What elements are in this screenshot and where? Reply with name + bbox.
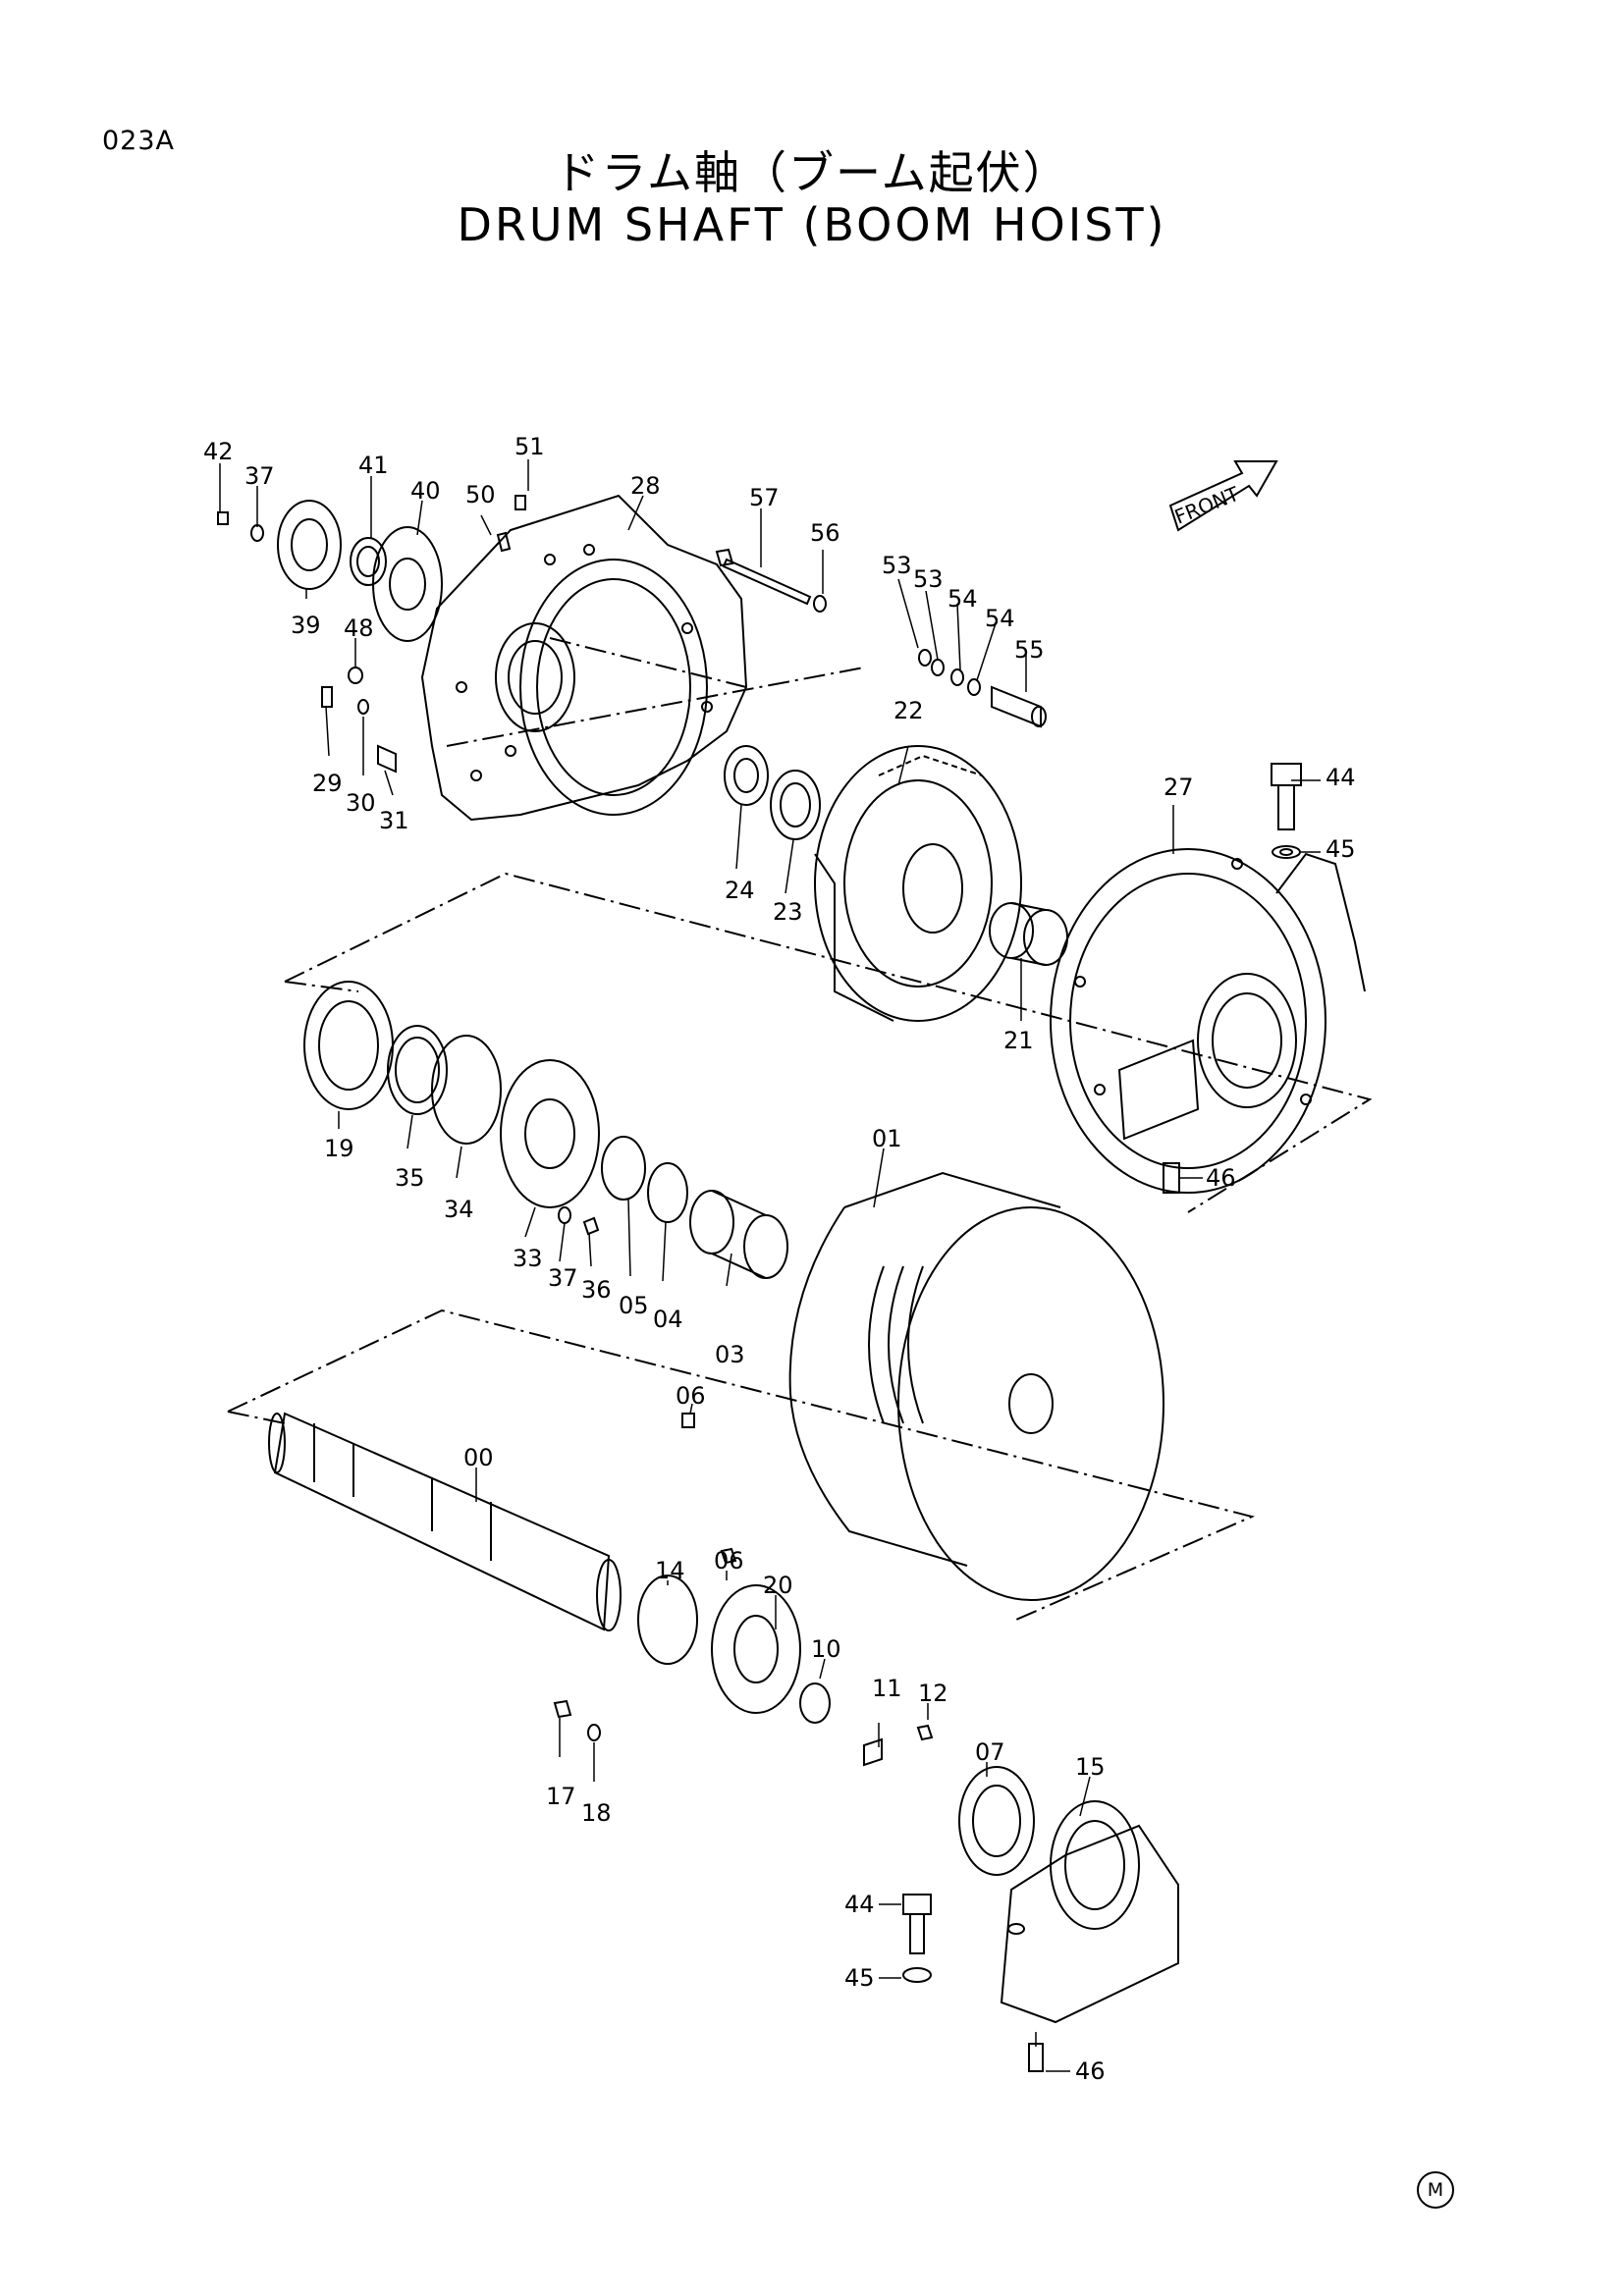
part-label: 30: [346, 789, 376, 817]
page-code: 023A: [102, 126, 176, 156]
drum: [788, 1171, 1164, 1601]
bushing: [989, 902, 1068, 966]
part-label: 42: [203, 438, 234, 465]
leader-lines: [219, 459, 1321, 2072]
part-label: 33: [513, 1245, 543, 1272]
shaft: [268, 1412, 622, 1631]
bolt-and-spacers: [715, 548, 1047, 728]
part-label: 00: [463, 1444, 494, 1471]
part-label: 29: [312, 770, 343, 797]
part-label: 56: [810, 519, 840, 547]
part-label: 44: [1326, 764, 1356, 791]
part-label: 44: [844, 1891, 875, 1918]
part-label: 53: [913, 565, 944, 593]
screw-middle: [681, 1413, 695, 1428]
part-label: 17: [546, 1783, 576, 1810]
part-label: 11: [872, 1675, 902, 1702]
part-label: 27: [1164, 774, 1194, 801]
part-label: 06: [676, 1382, 706, 1410]
part-label: 35: [395, 1164, 425, 1192]
title-japanese: ドラム軸（ブーム起伏）: [554, 146, 1070, 199]
part-label: 22: [893, 697, 924, 724]
part-label: 14: [655, 1557, 685, 1584]
gear: [814, 745, 1022, 1022]
part-label: 28: [630, 472, 661, 500]
part-label: 45: [1326, 835, 1356, 863]
part-label: 34: [444, 1196, 474, 1223]
part-label: 15: [1075, 1753, 1106, 1781]
part-labels: 42 37 41 40 51 50 28 57 56 53 53 54 54 5…: [203, 433, 1356, 2085]
part-label: 06: [714, 1547, 744, 1575]
bearing-cap-group: [217, 500, 443, 642]
bolt-washer-upper-right: [1271, 763, 1302, 859]
group-boundary-lines: [227, 637, 1373, 1621]
dowel-pin-upper: [1163, 1162, 1180, 1194]
sleeve: [689, 1190, 788, 1279]
part-label: 12: [918, 1680, 948, 1707]
corner-mark: M: [1417, 2171, 1454, 2209]
drum-housing: [1050, 848, 1366, 1194]
part-label: 04: [653, 1306, 683, 1333]
part-label: 41: [358, 452, 389, 479]
part-label: 51: [514, 433, 545, 460]
front-arrow: FRONT: [1168, 460, 1278, 532]
part-label: 54: [947, 585, 978, 613]
part-label: 23: [773, 898, 803, 926]
part-label: 39: [291, 612, 321, 639]
small-fasteners-upper: [321, 495, 526, 774]
part-label: 57: [749, 484, 780, 511]
part-label: 46: [1075, 2057, 1106, 2085]
part-label: 53: [882, 552, 912, 579]
part-label: 18: [581, 1799, 612, 1827]
part-label: 05: [619, 1292, 649, 1319]
part-label: 55: [1014, 636, 1045, 664]
bolt-washer-dowel-lower: [902, 1894, 1044, 2072]
part-label: 54: [985, 605, 1015, 632]
part-label: 01: [872, 1125, 902, 1152]
lower-cover-group: [637, 1547, 934, 1767]
lock-nut-washer: [724, 745, 821, 840]
part-label: 21: [1003, 1027, 1034, 1054]
part-label: 07: [975, 1738, 1005, 1766]
part-label: 20: [763, 1572, 793, 1599]
part-label: 50: [465, 481, 496, 508]
part-label: 03: [715, 1341, 745, 1368]
part-label: 31: [379, 807, 409, 834]
part-label: 45: [844, 1964, 875, 1992]
part-label: 40: [410, 477, 441, 505]
part-label: 19: [324, 1135, 354, 1162]
bearing-seal-stack: [303, 981, 688, 1236]
part-label: 10: [811, 1635, 841, 1663]
part-label: 37: [244, 462, 275, 490]
part-label: 46: [1206, 1164, 1236, 1192]
pillow-block-group: [958, 1766, 1179, 2024]
part-label: 24: [725, 877, 755, 904]
part-label: 37: [548, 1264, 578, 1292]
lower-left-fasteners: [553, 1699, 601, 1741]
title-english: DRUM SHAFT (BOOM HOIST): [457, 198, 1167, 251]
part-label: 36: [581, 1276, 612, 1304]
part-label: 48: [344, 614, 374, 642]
housing-plate: [420, 494, 748, 822]
